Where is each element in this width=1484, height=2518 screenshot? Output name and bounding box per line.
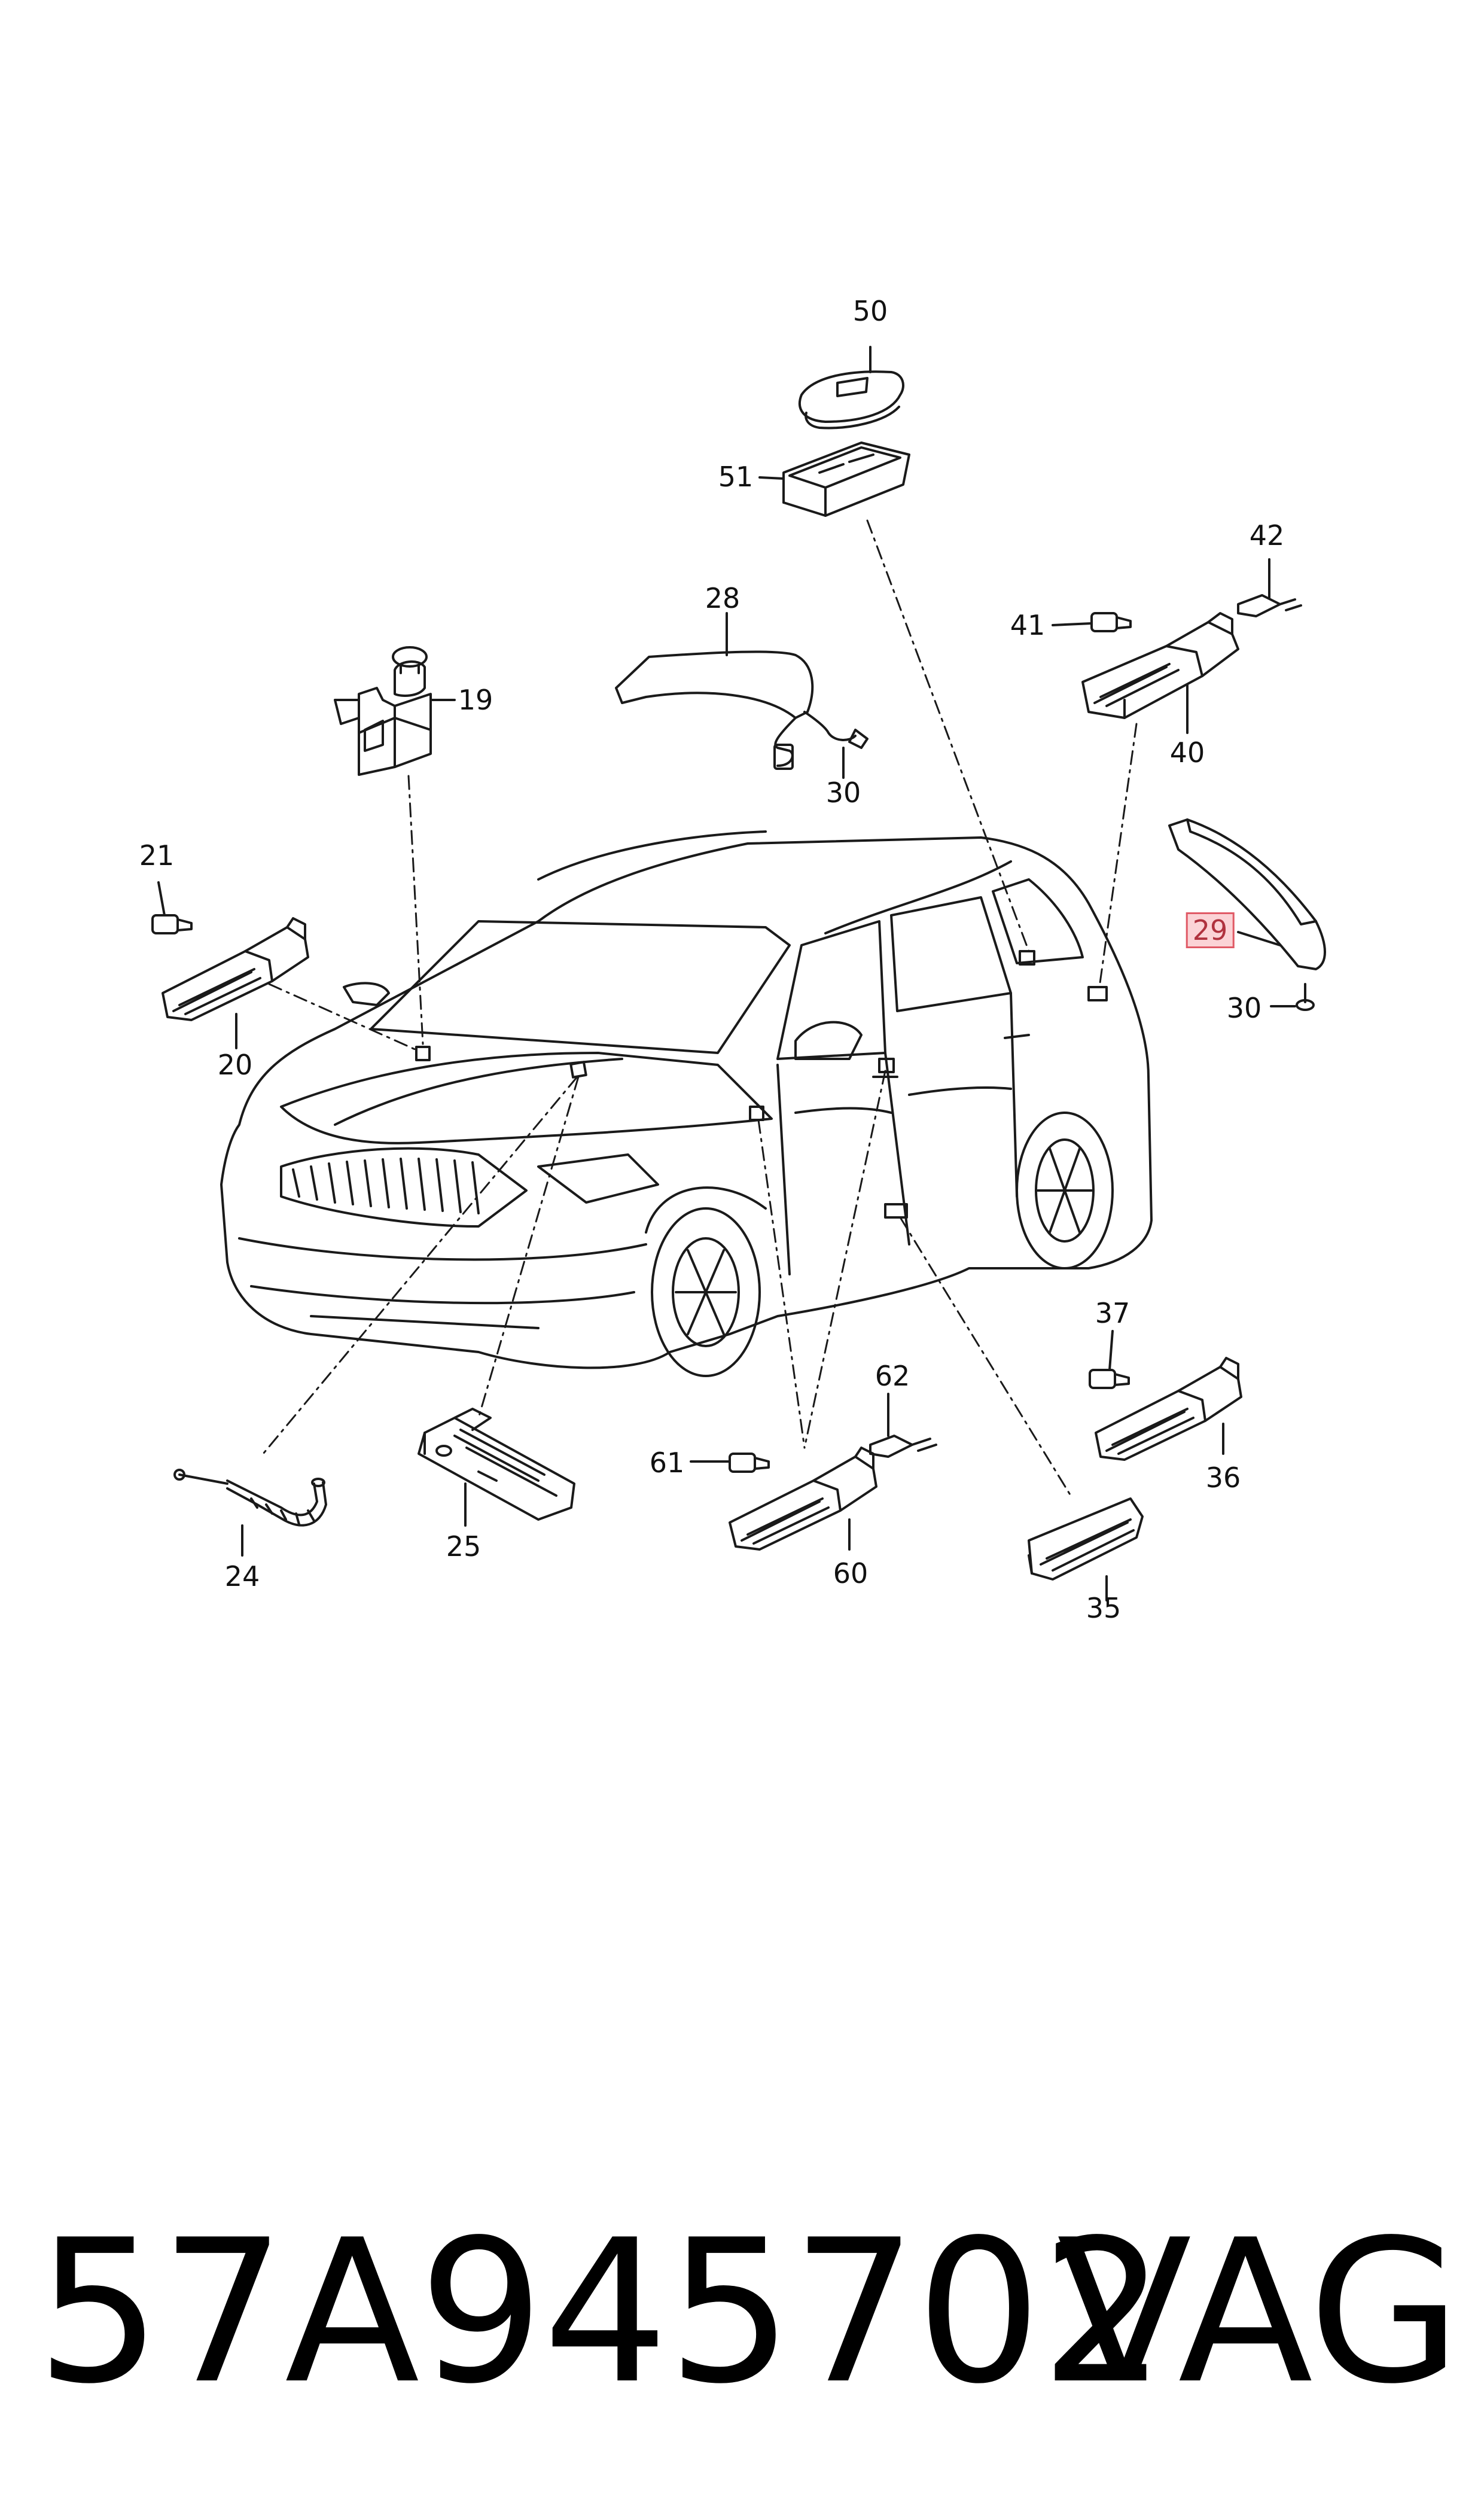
leader-41 [1052,622,1093,626]
part-29-trim [1168,818,1326,970]
callout-20[interactable]: 20 [217,1049,253,1081]
part-62-connector [869,1435,937,1458]
leader-21 [157,881,166,917]
parts-diagram [151,346,1326,1601]
part-40-lamp [1081,612,1239,719]
callout-30a[interactable]: 30 [825,777,861,809]
leader-37 [1108,1330,1114,1371]
part-20-lamp [161,917,309,1021]
part-24-cable [173,1469,327,1527]
callout-24[interactable]: 24 [224,1560,260,1593]
part-61-bulb [729,1453,770,1473]
callout-61[interactable]: 61 [649,1447,685,1479]
callout-60[interactable]: 60 [833,1557,869,1590]
leader-lines [262,519,1138,1497]
part-25-lamp [418,1408,575,1521]
callout-42[interactable]: 42 [1249,519,1285,552]
brand-label: VAG [1056,2197,1461,2427]
part-19-switch [334,646,432,776]
vehicle-outline [220,830,1153,1377]
part-30-screw [1296,983,1315,1011]
part-37-bulb [1089,1369,1130,1389]
part-35-lens [1028,1497,1144,1581]
part-36-lamp [1095,1357,1242,1461]
callout-62[interactable]: 62 [874,1360,910,1392]
callout-28[interactable]: 28 [705,582,741,614]
part-41-bulb [1090,612,1132,632]
callout-40[interactable]: 40 [1169,736,1205,769]
callout-30b[interactable]: 30 [1226,992,1262,1024]
callout-35[interactable]: 35 [1086,1592,1122,1624]
part-number: 57A945702 [36,2197,1166,2427]
part-28-trim [615,650,869,770]
leader-51 [758,476,785,480]
part-60-lamp [729,1447,877,1551]
callout-19[interactable]: 19 [458,684,493,716]
part-21-bulb [151,914,193,934]
callout-21[interactable]: 21 [139,839,175,872]
callout-50[interactable]: 50 [852,295,888,327]
callout-29[interactable]: 29 [1186,912,1235,948]
leader-29 [1237,931,1281,946]
part-50-cover [798,370,904,430]
callout-51[interactable]: 51 [718,461,754,493]
callout-37[interactable]: 37 [1095,1297,1130,1329]
part-51-base [782,442,910,517]
part-42-connector [1237,594,1302,617]
callout-25[interactable]: 25 [446,1530,482,1563]
callout-36[interactable]: 36 [1205,1462,1241,1494]
callout-41[interactable]: 41 [1010,609,1046,641]
